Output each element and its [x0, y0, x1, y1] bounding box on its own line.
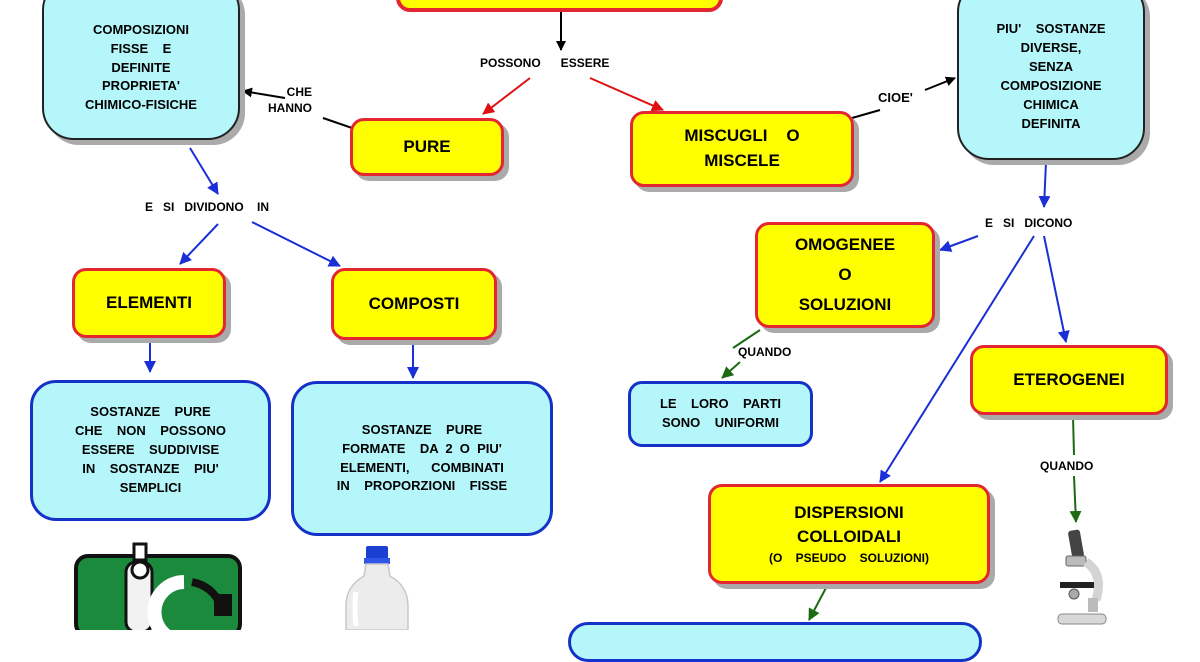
- heterogeneous-label: ETEROGENEI: [1013, 369, 1125, 389]
- uniform-parts-line: LE LORO PARTI: [659, 396, 782, 412]
- mixtures-line: MISCUGLI O: [684, 126, 800, 146]
- colloids-box: DISPERSIONI COLLOIDALI (O PSEUDO SOLUZIO…: [708, 484, 990, 584]
- fixed-composition-line: PROPRIETA': [102, 78, 180, 94]
- microscope-icon: [1057, 529, 1107, 625]
- colloids-note: (O PSEUDO SOLUZIONI): [768, 550, 929, 565]
- gas-cylinder-icon: [74, 542, 242, 630]
- varied-substances-line: DEFINITA: [1021, 115, 1081, 131]
- arrow-colloids-down: [808, 585, 828, 621]
- label-e-si-dividono-in: E SI DIVIDONO IN: [145, 200, 270, 214]
- label-e-si-dicono: E SI DICONO: [985, 216, 1073, 230]
- colloids-line: DISPERSIONI: [794, 502, 904, 522]
- arrow-to-homogeneous: [939, 235, 979, 252]
- arrow-mix-to-varied-head: [924, 76, 956, 91]
- compounds-label: COMPOSTI: [368, 293, 460, 313]
- arrow-to-mixtures: [589, 77, 664, 112]
- homogeneous-line: OMOGENEE: [794, 235, 896, 255]
- arrow-to-pure: [482, 77, 531, 115]
- fixed-composition-line: CHIMICO-FISICHE: [85, 97, 197, 113]
- label-che-hanno: CHE HANNO: [268, 85, 312, 115]
- bottom-box: [568, 622, 982, 662]
- compounds-description-line: FORMATE DA 2 O PIU': [342, 440, 502, 456]
- uniform-parts-box: LE LORO PARTI SONO UNIFORMI: [628, 381, 813, 447]
- pure-label: PURE: [403, 136, 451, 156]
- elements-label: ELEMENTI: [106, 292, 192, 312]
- arrow-homogeneous-to-uniform: [721, 361, 741, 379]
- label-quando-homogeneous: QUANDO: [738, 345, 792, 359]
- compounds-description-line: ELEMENTI, COMBINATI: [340, 459, 504, 475]
- varied-substances-line: PIU' SOSTANZE: [996, 21, 1106, 37]
- varied-substances-line: SENZA: [1028, 59, 1074, 75]
- varied-substances-line: CHIMICA: [1023, 96, 1079, 112]
- fixed-composition-box: COMPOSIZIONI FISSE E DEFINITE PROPRIETA'…: [42, 0, 240, 140]
- connector-arrows: [144, 10, 1082, 621]
- varied-substances-box: PIU' SOSTANZE DIVERSE, SENZA COMPOSIZION…: [957, 0, 1145, 160]
- arrow-pure-to-fixed: [322, 117, 353, 129]
- arrow-fixed-down: [189, 147, 219, 195]
- compounds-description-line: SOSTANZE PURE: [361, 421, 483, 437]
- pure-box: PURE: [350, 118, 504, 176]
- fixed-composition-line: FISSE E: [110, 40, 172, 56]
- arrow-pure-to-fixed-head: [242, 87, 286, 99]
- uniform-parts-line: SONO UNIFORMI: [662, 415, 779, 430]
- arrow-heterogeneous-to-microscope: [1069, 475, 1082, 523]
- arrow-to-elements: [179, 223, 219, 265]
- mixtures-box: MISCUGLI O MISCELE: [630, 111, 854, 187]
- homogeneous-line: SOLUZIONI: [798, 294, 892, 314]
- arrow-mix-to-varied: [851, 109, 881, 119]
- elements-description-line: IN SOSTANZE PIU': [82, 460, 219, 476]
- elements-description-box: SOSTANZE PURE CHE NON POSSONO ESSERE SUD…: [30, 380, 271, 521]
- compounds-description-line: IN PROPORZIONI FISSE: [336, 478, 508, 494]
- label-quando-heterogeneous: QUANDO: [1040, 459, 1094, 473]
- label-cioe: CIOE': [878, 90, 913, 105]
- label-possono-essere: POSSONO ESSERE: [480, 56, 610, 70]
- plastic-bottle-icon: [345, 546, 409, 630]
- homogeneous-line: O: [838, 265, 852, 285]
- elements-description-line: SOSTANZE PURE: [90, 404, 211, 420]
- arrow-to-colloids: [879, 235, 1035, 483]
- arrow-varied-down: [1038, 161, 1051, 208]
- elements-description-line: CHE NON POSSONO: [75, 423, 226, 439]
- colloids-line: COLLOIDALI: [797, 527, 901, 547]
- homogeneous-box: OMOGENEE O SOLUZIONI: [755, 222, 935, 328]
- varied-substances-line: DIVERSE,: [1020, 40, 1082, 56]
- compounds-box: COMPOSTI: [331, 268, 497, 340]
- arrow-to-heterogeneous: [1043, 235, 1070, 343]
- varied-substances-line: COMPOSIZIONE: [1000, 78, 1102, 93]
- fixed-composition-line: COMPOSIZIONI: [92, 21, 190, 37]
- mixtures-line: MISCELE: [704, 151, 780, 170]
- elements-description-line: ESSERE SUDDIVISE: [81, 442, 220, 458]
- heterogeneous-box: ETEROGENEI: [970, 345, 1168, 415]
- elements-box: ELEMENTI: [72, 268, 226, 338]
- arrow-homogeneous-down: [732, 329, 761, 349]
- fixed-composition-line: DEFINITE: [111, 59, 171, 75]
- top-box: [396, 0, 723, 12]
- elements-description-line: SEMPLICI: [119, 479, 182, 495]
- arrow-to-compounds: [251, 221, 341, 267]
- compounds-description-box: SOSTANZE PURE FORMATE DA 2 O PIU' ELEMEN…: [291, 381, 553, 536]
- arrow-heterogeneous-down: [1072, 415, 1075, 456]
